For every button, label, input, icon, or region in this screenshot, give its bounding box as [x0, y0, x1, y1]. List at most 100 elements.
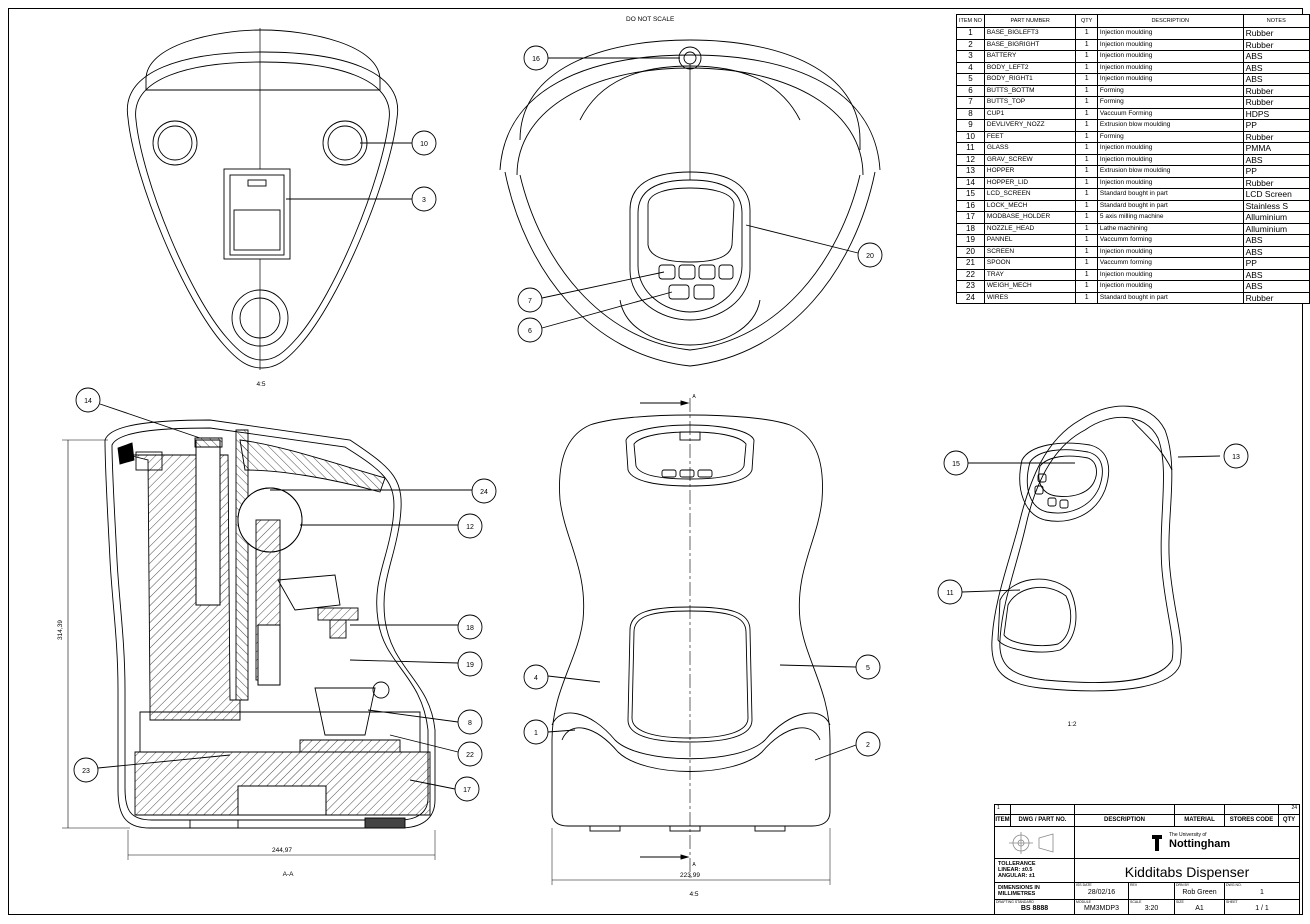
- top-view: [126, 28, 412, 370]
- dim-section-width: 244,97: [272, 847, 292, 854]
- parts-cell-qty: 1: [1075, 165, 1098, 178]
- parts-cell-description: Injection moulding: [1096, 280, 1244, 293]
- balloon-text-17: 17: [463, 787, 471, 794]
- balloon-15: 15: [943, 450, 969, 476]
- parts-cell-description: Injection moulding: [1096, 153, 1244, 166]
- parts-cell-notes: ABS: [1242, 268, 1310, 281]
- tolerance-linear: LINEAR: ±0.5: [998, 867, 1033, 873]
- balloon-text-10: 10: [420, 141, 428, 148]
- front-top-view: [499, 39, 881, 367]
- parts-cell-item-no: 9: [956, 119, 985, 132]
- parts-cell-notes: ABS: [1242, 61, 1310, 74]
- tb-hdr-qty: QTY: [1279, 815, 1299, 827]
- parts-cell-item-no: 1: [956, 27, 985, 40]
- balloon-14: 14: [75, 387, 101, 413]
- balloon-text-2: 2: [866, 742, 870, 749]
- third-angle-projection-icon: [1009, 832, 1054, 854]
- tolerance-block: TOLLERANCE LINEAR: ±0.5 ANGULAR: ±1: [995, 859, 1075, 883]
- col-part-number: PART NUMBER: [983, 14, 1077, 28]
- front-view: [547, 398, 857, 885]
- parts-cell-item-no: 11: [956, 142, 985, 155]
- parts-cell-qty: 1: [1075, 188, 1098, 201]
- balloon-text-16: 16: [532, 56, 540, 63]
- drafting-standard: BS 8888: [1020, 905, 1049, 912]
- parts-cell-part-number: BASE_BIGRIGHT: [983, 38, 1077, 51]
- parts-cell-description: Injection moulding: [1096, 73, 1244, 86]
- parts-cell-item-no: 8: [956, 107, 985, 120]
- parts-cell-notes: Rubber: [1242, 38, 1310, 51]
- balloon-19: 19: [457, 651, 483, 677]
- col-description: DESCRIPTION: [1096, 14, 1244, 28]
- parts-cell-part-number: BASE_BIGLEFT3: [983, 27, 1077, 40]
- isometric-view: [961, 405, 1221, 692]
- parts-cell-qty: 1: [1075, 211, 1098, 224]
- parts-cell-qty: 1: [1075, 38, 1098, 51]
- parts-cell-notes: ABS: [1242, 50, 1310, 63]
- tolerance-label: TOLLERANCE: [998, 861, 1036, 867]
- parts-cell-notes: Rubber: [1242, 96, 1310, 109]
- parts-cell-part-number: HOPPER: [983, 165, 1077, 178]
- balloon-text-24: 24: [480, 489, 488, 496]
- balloon-text-1: 1: [534, 730, 538, 737]
- balloon-text-3: 3: [422, 197, 426, 204]
- dim-front-width: 223,99: [680, 872, 700, 879]
- tb-hdr-dwg: DWG / PART NO.: [1011, 815, 1075, 827]
- university-logo: The University of Nottingham: [1075, 827, 1299, 859]
- parts-cell-qty: 1: [1075, 119, 1098, 132]
- parts-cell-qty: 1: [1075, 176, 1098, 189]
- university-name: Nottingham: [1169, 838, 1231, 850]
- parts-cell-part-number: MODBASE_HOLDER: [983, 211, 1077, 224]
- balloon-text-12: 12: [466, 524, 474, 531]
- parts-cell-item-no: 17: [956, 211, 985, 224]
- parts-cell-qty: 1: [1075, 291, 1098, 304]
- drawing-title: Kidditabs Dispenser: [1124, 864, 1250, 880]
- parts-cell-qty: 1: [1075, 199, 1098, 212]
- parts-cell-description: Standard bought in part: [1096, 188, 1244, 201]
- parts-cell-part-number: GRAV_SCREW: [983, 153, 1077, 166]
- parts-cell-item-no: 7: [956, 96, 985, 109]
- parts-cell-notes: PP: [1242, 119, 1310, 132]
- parts-cell-item-no: 12: [956, 153, 985, 166]
- parts-cell-description: Vaccumm forming: [1096, 257, 1244, 270]
- iso-view-scale: 1:2: [1067, 721, 1076, 728]
- balloon-text-4: 4: [534, 675, 538, 682]
- tb-hdr-item: ITEM: [995, 815, 1011, 827]
- balloon-12: 12: [457, 513, 483, 539]
- parts-cell-item-no: 16: [956, 199, 985, 212]
- parts-cell-item-no: 4: [956, 61, 985, 74]
- parts-cell-item-no: 2: [956, 38, 985, 51]
- parts-cell-part-number: GLASS: [983, 142, 1077, 155]
- front-view-scale: 4:5: [689, 891, 698, 898]
- balloon-4: 4: [523, 664, 549, 690]
- parts-cell-part-number: BATTERY: [983, 50, 1077, 63]
- parts-cell-part-number: HOPPER_LID: [983, 176, 1077, 189]
- balloon-text-5: 5: [866, 665, 870, 672]
- balloon-18: 18: [457, 614, 483, 640]
- parts-cell-part-number: PANNEL: [983, 234, 1077, 247]
- balloon-24: 24: [471, 478, 497, 504]
- balloon-6: 6: [517, 317, 543, 343]
- drawn-by-caption: DRN BY: [1176, 883, 1190, 887]
- parts-cell-qty: 1: [1075, 27, 1098, 40]
- parts-cell-description: Vaccumm forming: [1096, 234, 1244, 247]
- parts-cell-description: Injection moulding: [1096, 268, 1244, 281]
- parts-cell-item-no: 21: [956, 257, 985, 270]
- balloon-2: 2: [855, 731, 881, 757]
- parts-cell-item-no: 24: [956, 291, 985, 304]
- parts-cell-description: Forming: [1096, 96, 1244, 109]
- parts-cell-part-number: TRAY: [983, 268, 1077, 281]
- module: MM3MDP3: [1083, 905, 1119, 912]
- iss-date-caption: ISS DATE: [1076, 883, 1092, 887]
